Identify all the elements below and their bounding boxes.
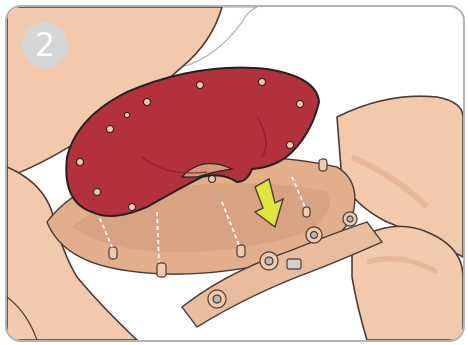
manikin-illustration — [7, 7, 463, 340]
step-number-badge: 2 — [22, 22, 68, 68]
illustration-frame: 2 — [5, 5, 465, 342]
